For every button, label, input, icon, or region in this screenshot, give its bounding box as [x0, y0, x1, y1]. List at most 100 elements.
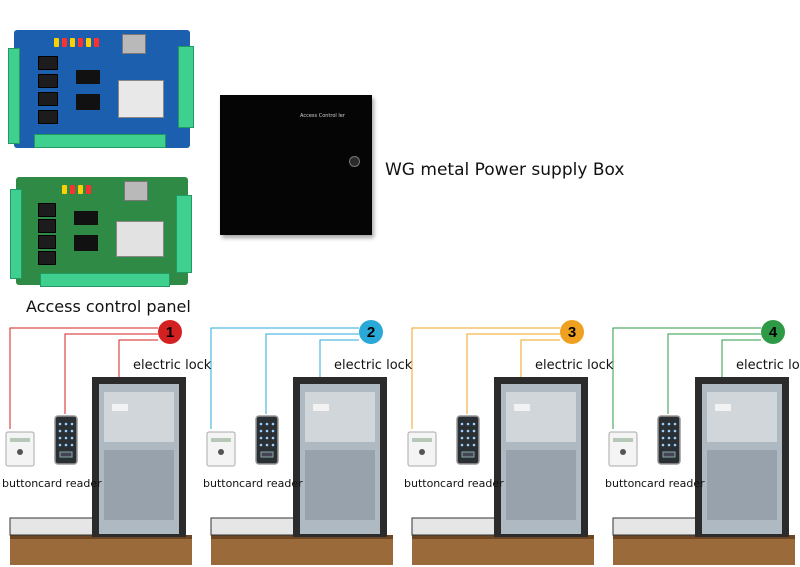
chip [74, 211, 98, 225]
door-number-badge [560, 320, 584, 344]
terminal-block [10, 189, 22, 279]
keypad-key [661, 443, 665, 447]
button-wire [612, 327, 761, 429]
keypad-key [673, 443, 677, 447]
terminal-block [176, 195, 192, 273]
keypad-key [661, 436, 665, 440]
relay [38, 251, 56, 265]
button-label: button [2, 477, 39, 490]
chip [76, 70, 100, 84]
exit-button-dot [218, 449, 224, 455]
terminal-block [34, 134, 166, 148]
button-wire [210, 327, 359, 429]
power-supply-box-label: WG metal Power supply Box [385, 160, 625, 180]
keypad-key [460, 436, 464, 440]
network-module [116, 221, 164, 257]
keypad-key [259, 429, 263, 433]
lock-wire [721, 339, 761, 377]
electric-lock-label: electric lock [736, 358, 800, 373]
door-reflection [506, 450, 576, 520]
wall-base [612, 517, 698, 536]
relay [38, 219, 56, 233]
keypad-key [667, 429, 671, 433]
wall-base [9, 517, 95, 536]
access-control-panel-label: Access control panel [26, 297, 191, 316]
wooden-floor [412, 535, 594, 565]
lock-wire [118, 339, 158, 377]
chip [76, 94, 100, 110]
door-number-badge [359, 320, 383, 344]
electric-lock-label: electric lock [535, 358, 614, 373]
keypad-key [64, 422, 68, 426]
door-reflection [506, 392, 576, 442]
relay [38, 56, 58, 70]
reader-logo [662, 451, 676, 458]
door-number: 4 [769, 324, 778, 341]
keypad-key [70, 436, 74, 440]
button-wire [9, 327, 158, 429]
keypad-key [460, 429, 464, 433]
ethernet-port-icon [124, 181, 148, 201]
power-box-plate-text: Access Control ler [300, 113, 345, 119]
door-reflection [707, 450, 777, 520]
wooden-floor [10, 535, 192, 565]
led-icon [78, 38, 83, 47]
wall-base [411, 517, 497, 536]
reader-wire [265, 333, 359, 414]
led-icon [94, 38, 99, 47]
keypad-key [64, 443, 68, 447]
led-icon [62, 38, 67, 47]
relay [38, 74, 58, 88]
keypad-key [673, 436, 677, 440]
keypad-key [460, 422, 464, 426]
card-reader-label: card reader [440, 477, 504, 490]
keypad-key [466, 443, 470, 447]
ethernet-port-icon [122, 34, 146, 54]
keypad-key [265, 443, 269, 447]
keypad-key [466, 429, 470, 433]
door-reflection [104, 450, 174, 520]
door-reflection [104, 392, 174, 442]
keypad-key [667, 422, 671, 426]
keypad-key [271, 436, 275, 440]
led-icon [78, 185, 83, 194]
keypad-key [259, 422, 263, 426]
button-label: button [404, 477, 441, 490]
wooden-floor [211, 535, 393, 565]
terminal-block [8, 48, 20, 144]
chip [74, 235, 98, 251]
lock-wire [520, 339, 560, 377]
exit-button-strip [211, 438, 231, 442]
network-module [118, 80, 164, 118]
led-icon [86, 185, 91, 194]
ceiling-light [514, 404, 530, 411]
keypad-key [265, 436, 269, 440]
exit-button-strip [412, 438, 432, 442]
access-controller-board-green [10, 177, 192, 287]
led-icon [86, 38, 91, 47]
keypad-key [265, 429, 269, 433]
keypad-key [265, 422, 269, 426]
exit-button-dot [17, 449, 23, 455]
electric-lock-label: electric lock [133, 358, 212, 373]
keypad-key [472, 429, 476, 433]
ceiling-light [112, 404, 128, 411]
keypad-key [64, 436, 68, 440]
keypad-key [58, 443, 62, 447]
keypad-key [271, 429, 275, 433]
lock-wire [319, 339, 359, 377]
keypad-key [466, 422, 470, 426]
door-number-badge [158, 320, 182, 344]
wooden-floor [613, 535, 795, 565]
exit-button-strip [613, 438, 633, 442]
keypad-key [673, 429, 677, 433]
keypad-key [58, 436, 62, 440]
power-supply-box [220, 95, 372, 235]
keypad-key [667, 436, 671, 440]
button-label: button [605, 477, 642, 490]
exit-button-dot [419, 449, 425, 455]
keypad-key [673, 422, 677, 426]
reader-wire [667, 333, 761, 414]
door-reflection [707, 392, 777, 442]
